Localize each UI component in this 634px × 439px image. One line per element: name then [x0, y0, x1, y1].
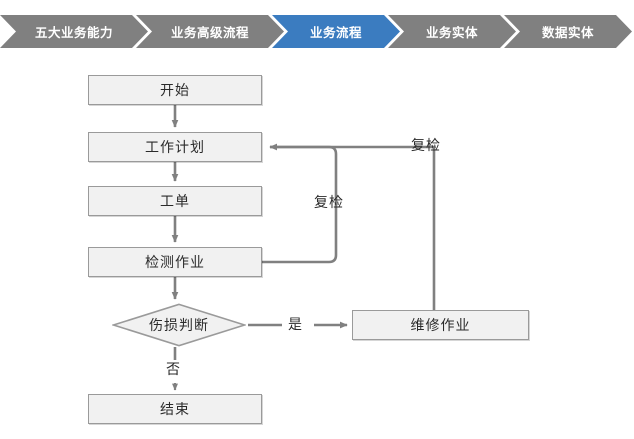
node-label: 开始 — [160, 83, 190, 99]
node-start[interactable]: 开始 — [88, 75, 262, 105]
edge-label-yes: 是 — [288, 314, 303, 334]
edge-label-text: 复检 — [314, 195, 344, 211]
node-inspection-task[interactable]: 检测作业 — [88, 247, 262, 277]
node-label: 工单 — [160, 194, 190, 210]
edge-label-text: 是 — [288, 317, 303, 333]
node-label: 结束 — [160, 402, 190, 418]
edge-repair-to-workplan-recheck — [270, 145, 436, 310]
edge-label-text: 否 — [166, 362, 181, 378]
node-label: 工作计划 — [145, 140, 205, 156]
node-label: 伤损判断 — [149, 318, 209, 334]
node-repair-task[interactable]: 维修作业 — [352, 310, 529, 340]
diamond-shape — [112, 303, 246, 347]
node-damage-decision[interactable]: 伤损判断 — [112, 303, 246, 347]
edge-label-no: 否 — [166, 359, 181, 379]
node-work-plan[interactable]: 工作计划 — [88, 132, 262, 162]
node-end[interactable]: 结束 — [88, 394, 262, 424]
node-work-order[interactable]: 工单 — [88, 186, 262, 216]
node-label: 检测作业 — [145, 255, 205, 271]
edge-label-text: 复检 — [411, 138, 441, 154]
node-label: 维修作业 — [410, 318, 471, 334]
edge-label-recheck-inner: 复检 — [314, 192, 344, 212]
edge-label-recheck-outer: 复检 — [411, 135, 441, 155]
